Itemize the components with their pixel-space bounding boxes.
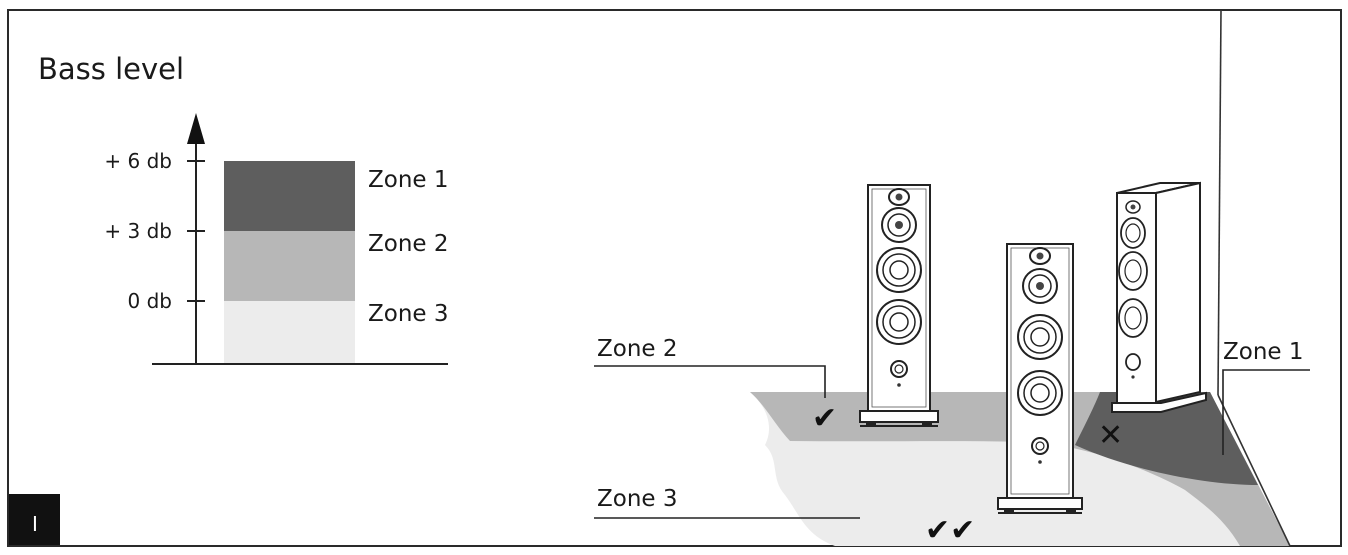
tick-label-3db: + 3 db <box>104 219 172 243</box>
bass-level-legend: Bass level + 6 db + 3 db 0 db Zone 1 Zon… <box>38 52 449 365</box>
speaker-zone-2 <box>859 184 939 427</box>
room-corner-line <box>1217 9 1222 396</box>
zone-3-double-check-icon: ✔✔ <box>925 513 975 548</box>
legend-zone-1-bar <box>224 161 355 231</box>
callout-zone-1-label: Zone 1 <box>1223 339 1304 365</box>
zone-1-cross-icon: ✕ <box>1098 418 1123 453</box>
room-illustration: Zone 2 Zone 3 Zone 1 ✔ ✔✔ ✕ <box>594 9 1310 548</box>
legend-zone-2-bar <box>224 231 355 301</box>
speaker-zone-1 <box>1111 181 1207 413</box>
figure-number: I <box>32 512 38 536</box>
legend-title: Bass level <box>38 52 184 86</box>
zone-2-check-icon: ✔ <box>812 401 837 436</box>
callout-zone-1-leader <box>1222 369 1310 455</box>
speaker-zone-3 <box>997 243 1083 514</box>
callout-zone-2-label: Zone 2 <box>597 336 678 362</box>
legend-zone-2-label: Zone 2 <box>368 231 449 257</box>
legend-zone-1-label: Zone 1 <box>368 167 449 193</box>
floor-wall-edge <box>1217 394 1291 547</box>
legend-zone-3-label: Zone 3 <box>368 301 449 327</box>
figure-border <box>7 9 1342 547</box>
tick-label-6db: + 6 db <box>104 149 172 173</box>
callout-zone-3-label: Zone 3 <box>597 486 678 512</box>
legend-zone-3-bar <box>224 301 355 363</box>
floor-zone-1 <box>1075 392 1258 485</box>
figure-number-tab: I <box>9 494 60 545</box>
axis-arrow-up-icon <box>187 113 205 144</box>
callout-zone-2-leader <box>594 365 826 398</box>
tick-label-0db: 0 db <box>128 289 172 313</box>
